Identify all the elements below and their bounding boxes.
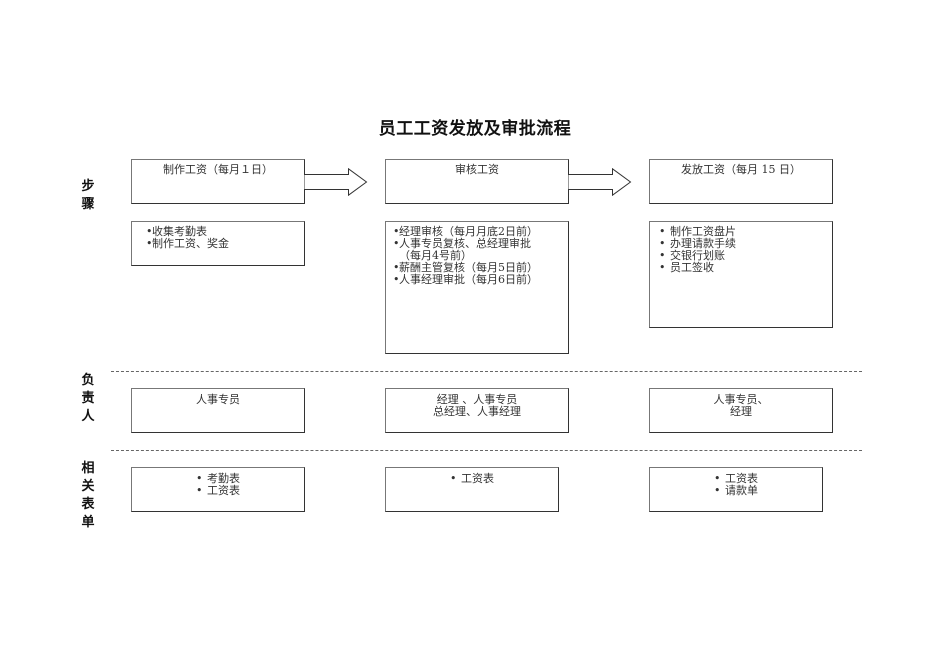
detail-item: 办理请款手续 — [659, 238, 832, 251]
row-label-char: 相 — [81, 461, 95, 476]
form-item: 工资表 — [714, 473, 758, 486]
step-1-box: 制作工资（每月１日） — [131, 159, 305, 204]
arrow-right-icon — [568, 168, 632, 196]
row-label-owner: 负 责 人 — [80, 372, 96, 426]
owner-text: 人事专员 — [196, 393, 240, 406]
step-2-details-box: 经理审核（每月月底2日前） 人事专员复核、总经理审批 （每月4号前） 薪酬主管复… — [385, 221, 569, 354]
form-item: 工资表 — [450, 473, 494, 486]
arrow-right-icon — [304, 168, 368, 196]
owner-1-box: 人事专员 — [131, 388, 305, 433]
step-1-title: 制作工资（每月１日） — [163, 163, 273, 176]
owner-text: 经理 — [730, 405, 752, 418]
owner-3-box: 人事专员、 经理 — [649, 388, 833, 433]
detail-item: 制作工资盘片 — [659, 226, 832, 239]
section-divider — [111, 450, 862, 451]
step-3-box: 发放工资（每月 15 日） — [649, 159, 833, 204]
owner-text: 经理 、人事专员 — [436, 393, 518, 406]
detail-item: 员工签收 — [659, 262, 832, 275]
row-label-char: 表 — [81, 497, 95, 512]
forms-2-box: 工资表 — [385, 467, 559, 512]
row-label-char: 骤 — [81, 197, 95, 212]
row-label-char: 单 — [81, 515, 95, 530]
step-3-details-box: 制作工资盘片 办理请款手续 交银行划账 员工签收 — [649, 221, 833, 328]
row-label-forms: 相 关 表 单 — [80, 460, 96, 532]
detail-item: 制作工资、奖金 — [146, 238, 304, 251]
forms-3-box: 工资表 请款单 — [649, 467, 823, 512]
detail-item: 薪酬主管复核（每月5日前） — [393, 262, 568, 275]
forms-1-box: 考勤表 工资表 — [131, 467, 305, 512]
row-label-char: 人 — [81, 409, 95, 424]
row-label-char: 步 — [81, 179, 95, 194]
step-1-details-box: 收集考勤表 制作工资、奖金 — [131, 221, 305, 266]
detail-item: 人事专员复核、总经理审批 — [393, 238, 568, 251]
form-item: 考勤表 — [196, 473, 240, 486]
detail-item: 收集考勤表 — [146, 226, 304, 239]
detail-item: 经理审核（每月月底2日前） — [393, 226, 568, 239]
row-label-char: 负 — [81, 373, 95, 388]
row-label-char: 责 — [81, 391, 95, 406]
form-item: 请款单 — [714, 485, 758, 498]
detail-item: 人事经理审批（每月6日前） — [393, 274, 568, 287]
row-label-steps: 步 骤 — [80, 178, 96, 214]
step-2-box: 审核工资 — [385, 159, 569, 204]
owner-text: 人事专员、 — [713, 393, 769, 406]
row-label-char: 关 — [81, 479, 95, 494]
owner-text: 总经理、人事经理 — [433, 405, 521, 418]
section-divider — [111, 371, 862, 372]
step-2-title: 审核工资 — [455, 163, 499, 176]
detail-item: 交银行划账 — [659, 250, 832, 263]
detail-item-continuation: （每月4号前） — [399, 249, 472, 262]
step-3-title: 发放工资（每月 15 日） — [681, 163, 801, 176]
owner-2-box: 经理 、人事专员 总经理、人事经理 — [385, 388, 569, 433]
form-item: 工资表 — [196, 485, 240, 498]
page-title: 员工工资发放及审批流程 — [378, 119, 572, 139]
